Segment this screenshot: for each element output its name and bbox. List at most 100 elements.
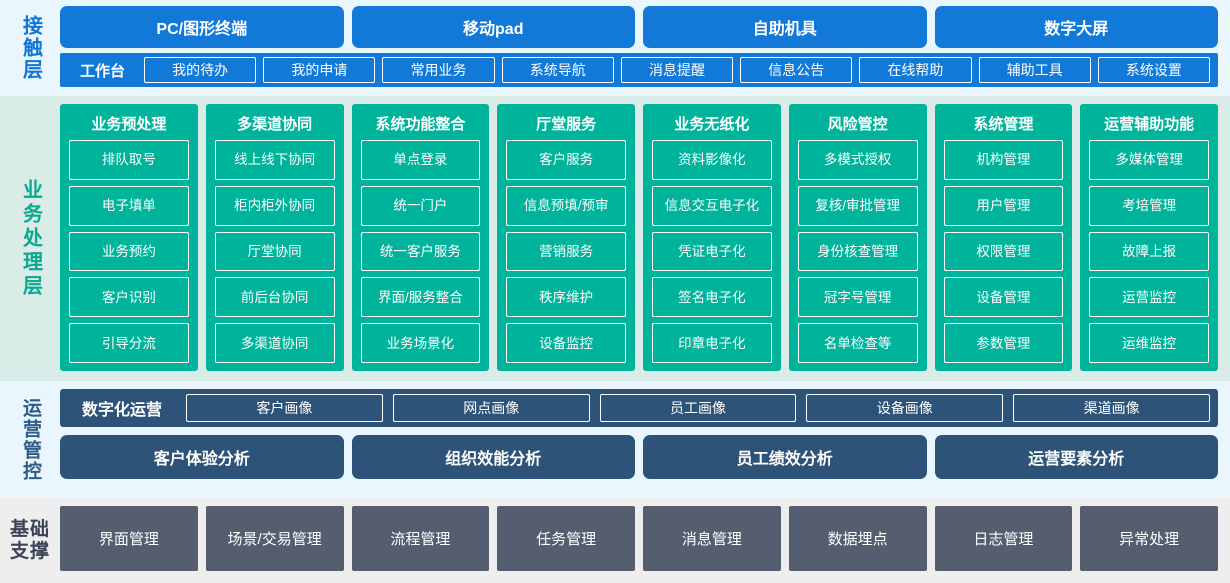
workbench-item-system-navigation[interactable]: 系统导航 <box>501 57 614 83</box>
analysis-card-operation-factors[interactable]: 运营要素分析 <box>934 435 1218 479</box>
layer-label-contact: 接触层 <box>0 0 60 96</box>
business-column-operation-support: 运营辅助功能 多媒体管理 考培管理 故障上报 运营监控 运维监控 <box>1080 104 1218 371</box>
business-item[interactable]: 印章电子化 <box>652 323 772 363</box>
foundation-item-ui-management[interactable]: 界面管理 <box>60 506 198 571</box>
business-column-title: 系统管理 <box>973 116 1034 133</box>
business-item[interactable]: 柜内柜外协同 <box>214 185 335 226</box>
business-item[interactable]: 机构管理 <box>943 140 1064 180</box>
operations-layer-body: 数字化运营 客户画像 网点画像 员工画像 设备画像 渠道画像 客户体验分析 组织… <box>60 381 1230 498</box>
business-item[interactable]: 业务场景化 <box>360 323 481 363</box>
business-item[interactable]: 运营监控 <box>1089 277 1209 318</box>
portrait-item-channel[interactable]: 渠道画像 <box>1013 394 1210 422</box>
channel-card-pc[interactable]: PC/图形终端 <box>60 6 344 48</box>
workbench-item-my-application[interactable]: 我的申请 <box>263 57 376 83</box>
foundation-item-message-management[interactable]: 消息管理 <box>643 506 781 571</box>
layer-business-processing: 业务处理层 业务预处理 排队取号 电子填单 业务预约 客户识别 引导分流 多渠道… <box>0 96 1230 381</box>
layer-contact: 接触层 PC/图形终端 移动pad 自助机具 数字大屏 工作台 我的待办 我的申… <box>0 0 1230 96</box>
workbench-item-auxiliary-tools[interactable]: 辅助工具 <box>978 57 1091 83</box>
business-item[interactable]: 故障上报 <box>1089 231 1209 272</box>
business-item[interactable]: 冠字号管理 <box>797 277 918 318</box>
workbench-item-system-settings[interactable]: 系统设置 <box>1097 57 1210 83</box>
business-item[interactable]: 设备监控 <box>506 323 626 363</box>
business-item[interactable]: 信息交互电子化 <box>652 185 772 226</box>
portrait-item-device[interactable]: 设备画像 <box>806 394 1004 422</box>
business-column-title: 厅堂服务 <box>536 116 597 133</box>
business-column-title: 业务预处理 <box>91 116 167 133</box>
foundation-item-exception-handling[interactable]: 异常处理 <box>1080 506 1218 571</box>
layer-foundation-support: 基础 支撑 界面管理 场景/交易管理 流程管理 任务管理 消息管理 数据埋点 日… <box>0 498 1230 583</box>
business-item[interactable]: 前后台协同 <box>214 277 335 318</box>
business-item[interactable]: 统一客户服务 <box>360 231 481 272</box>
business-item[interactable]: 引导分流 <box>69 323 189 363</box>
business-item[interactable]: 线上线下协同 <box>214 140 335 180</box>
analysis-card-customer-experience[interactable]: 客户体验分析 <box>60 435 344 479</box>
workbench-title: 工作台 <box>80 62 126 80</box>
business-item[interactable]: 多媒体管理 <box>1089 140 1209 180</box>
business-column-title: 系统功能整合 <box>375 116 466 133</box>
foundation-item-process-management[interactable]: 流程管理 <box>351 506 490 571</box>
business-item[interactable]: 签名电子化 <box>652 277 772 318</box>
business-column-title: 风险管控 <box>827 116 888 133</box>
workbench-bar: 工作台 我的待办 我的申请 常用业务 系统导航 消息提醒 信息公告 在线帮助 辅… <box>60 53 1218 87</box>
foundation-item-data-tracking[interactable]: 数据埋点 <box>788 506 927 571</box>
business-item[interactable]: 多渠道协同 <box>214 323 335 363</box>
business-item[interactable]: 单点登录 <box>360 140 481 180</box>
operations-analysis-row: 客户体验分析 组织效能分析 员工绩效分析 运营要素分析 <box>60 435 1218 479</box>
business-item[interactable]: 客户服务 <box>506 140 626 180</box>
contact-layer-body: PC/图形终端 移动pad 自助机具 数字大屏 工作台 我的待办 我的申请 常用… <box>60 0 1230 96</box>
business-item[interactable]: 秩序维护 <box>506 277 626 318</box>
portrait-item-employee[interactable]: 员工画像 <box>599 394 797 422</box>
analysis-card-organizational-efficiency[interactable]: 组织效能分析 <box>351 435 635 479</box>
business-item-list: 单点登录 统一门户 统一客户服务 界面/服务整合 业务场景化 <box>360 140 481 363</box>
business-item[interactable]: 用户管理 <box>943 185 1064 226</box>
business-item[interactable]: 凭证电子化 <box>652 231 772 272</box>
business-item[interactable]: 复核/审批管理 <box>797 185 918 226</box>
channel-card-digital-screen[interactable]: 数字大屏 <box>934 6 1218 48</box>
business-item[interactable]: 业务预约 <box>69 231 189 272</box>
business-item[interactable]: 客户识别 <box>69 277 189 318</box>
business-column-multichannel: 多渠道协同 线上线下协同 柜内柜外协同 厅堂协同 前后台协同 多渠道协同 <box>205 104 344 371</box>
foundation-item-task-management[interactable]: 任务管理 <box>497 506 635 571</box>
portrait-item-branch[interactable]: 网点画像 <box>392 394 590 422</box>
business-column-system-management: 系统管理 机构管理 用户管理 权限管理 设备管理 参数管理 <box>934 104 1073 371</box>
business-item-list: 资料影像化 信息交互电子化 凭证电子化 签名电子化 印章电子化 <box>652 140 772 363</box>
business-item[interactable]: 运维监控 <box>1089 323 1209 363</box>
business-item[interactable]: 资料影像化 <box>652 140 772 180</box>
layer-label-foundation-support: 基础 支撑 <box>0 498 60 583</box>
business-column-title: 多渠道协同 <box>237 116 313 133</box>
business-item-list: 机构管理 用户管理 权限管理 设备管理 参数管理 <box>943 140 1064 363</box>
workbench-item-my-todo[interactable]: 我的待办 <box>144 57 257 83</box>
foundation-item-log-management[interactable]: 日志管理 <box>934 506 1073 571</box>
portrait-item-customer[interactable]: 客户画像 <box>186 394 383 422</box>
business-column-system-integration: 系统功能整合 单点登录 统一门户 统一客户服务 界面/服务整合 业务场景化 <box>351 104 490 371</box>
workbench-item-information-bulletin[interactable]: 信息公告 <box>740 57 853 83</box>
business-column-group: 业务预处理 排队取号 电子填单 业务预约 客户识别 引导分流 多渠道协同 线上线… <box>60 104 1218 371</box>
business-column-preprocessing: 业务预处理 排队取号 电子填单 业务预约 客户识别 引导分流 <box>60 104 198 371</box>
business-item[interactable]: 界面/服务整合 <box>360 277 481 318</box>
business-item[interactable]: 营销服务 <box>506 231 626 272</box>
business-column-lobby-service: 厅堂服务 客户服务 信息预填/预审 营销服务 秩序维护 设备监控 <box>497 104 635 371</box>
business-item[interactable]: 厅堂协同 <box>214 231 335 272</box>
workbench-item-online-help[interactable]: 在线帮助 <box>859 57 972 83</box>
business-item[interactable]: 身份核查管理 <box>797 231 918 272</box>
business-item[interactable]: 考培管理 <box>1089 185 1209 226</box>
business-item[interactable]: 参数管理 <box>943 323 1064 363</box>
business-item[interactable]: 电子填单 <box>69 185 189 226</box>
channel-card-mobile-pad[interactable]: 移动pad <box>351 6 635 48</box>
layer-label-business-processing: 业务处理层 <box>0 96 60 381</box>
layer-label-operations-management: 运营管控 <box>0 381 60 498</box>
business-item[interactable]: 权限管理 <box>943 231 1064 272</box>
analysis-card-employee-performance[interactable]: 员工绩效分析 <box>643 435 927 479</box>
business-item[interactable]: 多模式授权 <box>797 140 918 180</box>
business-item-list: 排队取号 电子填单 业务预约 客户识别 引导分流 <box>69 140 189 363</box>
business-item[interactable]: 排队取号 <box>69 140 189 180</box>
business-item[interactable]: 信息预填/预审 <box>506 185 626 226</box>
channel-card-self-service[interactable]: 自助机具 <box>643 6 927 48</box>
business-item[interactable]: 设备管理 <box>943 277 1064 318</box>
foundation-item-scenario-transaction-management[interactable]: 场景/交易管理 <box>205 506 344 571</box>
business-item[interactable]: 名单检查等 <box>797 323 918 363</box>
workbench-item-common-business[interactable]: 常用业务 <box>382 57 495 83</box>
workbench-item-message-alert[interactable]: 消息提醒 <box>620 57 734 83</box>
business-item[interactable]: 统一门户 <box>360 185 481 226</box>
business-column-risk-control: 风险管控 多模式授权 复核/审批管理 身份核查管理 冠字号管理 名单检查等 <box>788 104 927 371</box>
